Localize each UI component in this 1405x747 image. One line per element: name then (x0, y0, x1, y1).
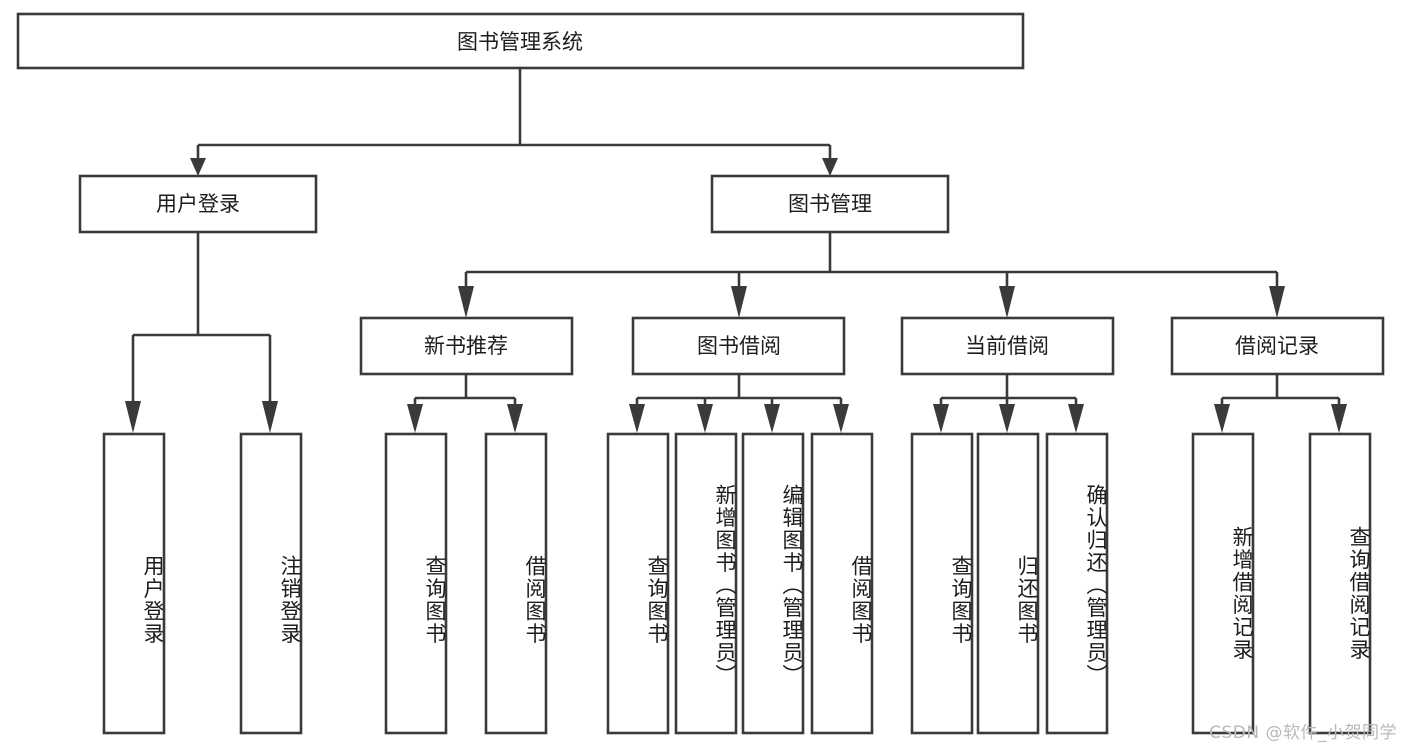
connector-borrowrecord-to-leaves (1214, 374, 1347, 433)
node-box-shape (78, 174, 318, 234)
node-box-shape (741, 432, 805, 735)
node-box-shape (631, 316, 846, 376)
node-leaf-query-record[interactable] (1308, 432, 1372, 735)
arrow-head-icon (764, 404, 780, 433)
node-leaf-borrow-book-1[interactable] (484, 432, 548, 735)
arrow-head-icon (731, 286, 747, 318)
arrow-head-icon (458, 286, 474, 318)
node-book-manage-label: 图书管理 (788, 192, 872, 216)
node-user-login[interactable]: 用户登录 (78, 174, 318, 234)
connector-root-to-level1 (190, 68, 838, 176)
node-leaf-return-book[interactable] (976, 432, 1040, 735)
node-box-shape (102, 432, 166, 735)
node-leaf-add-book[interactable] (674, 432, 738, 735)
node-box-shape (1191, 432, 1255, 735)
node-new-book-recommend-label: 新书推荐 (424, 334, 508, 358)
node-box-shape (900, 316, 1115, 376)
arrow-head-icon (507, 404, 523, 433)
node-box-shape (359, 316, 574, 376)
node-book-borrow[interactable]: 图书借阅 (631, 316, 846, 376)
node-leaf-query-book-1[interactable] (384, 432, 448, 735)
arrow-head-icon (697, 404, 713, 433)
node-user-login-label: 用户登录 (156, 192, 240, 216)
node-box-shape (1308, 432, 1372, 735)
csdn-watermark: CSDN @软件_小贺同学 (1209, 723, 1397, 743)
arrow-head-icon (125, 401, 141, 433)
node-leaf-edit-book[interactable] (741, 432, 805, 735)
node-borrow-record-label: 借阅记录 (1235, 334, 1319, 358)
arrow-head-icon (190, 158, 206, 176)
connector-bookborrow-to-leaves (629, 374, 849, 433)
node-root-label: 图书管理系统 (457, 30, 583, 54)
node-box-shape (1045, 432, 1109, 735)
arrow-head-icon (1269, 286, 1285, 318)
node-box-shape (710, 174, 950, 234)
arrow-head-icon (1214, 404, 1230, 433)
node-root[interactable]: 图书管理系统 (16, 12, 1025, 70)
node-current-borrow[interactable]: 当前借阅 (900, 316, 1115, 376)
arrow-head-icon (1331, 404, 1347, 433)
node-leaf-borrow-book-2[interactable] (810, 432, 874, 735)
arrow-head-icon (822, 158, 838, 176)
node-box-shape (976, 432, 1040, 735)
node-box-shape (16, 12, 1025, 70)
node-box-shape (606, 432, 670, 735)
arrow-head-icon (407, 404, 423, 433)
node-book-borrow-label: 图书借阅 (697, 334, 781, 358)
arrow-head-icon (833, 404, 849, 433)
arrow-head-icon (999, 404, 1015, 433)
connector-currentborrow-to-leaves (933, 374, 1084, 433)
arrow-head-icon (629, 404, 645, 433)
arrow-head-icon (262, 401, 278, 433)
node-box-shape (239, 432, 303, 735)
node-leaf-query-book-2[interactable] (606, 432, 670, 735)
node-new-book-recommend[interactable]: 新书推荐 (359, 316, 574, 376)
node-box-shape (674, 432, 738, 735)
node-box-shape (484, 432, 548, 735)
node-leaf-add-record[interactable] (1191, 432, 1255, 735)
node-borrow-record[interactable]: 借阅记录 (1170, 316, 1385, 376)
node-leaf-user-login[interactable] (102, 432, 166, 735)
arrow-head-icon (1068, 404, 1084, 433)
arrow-head-icon (999, 286, 1015, 318)
node-book-manage[interactable]: 图书管理 (710, 174, 950, 234)
connector-newbook-to-leaves (407, 374, 523, 433)
connector-bookmanage-to-level2 (458, 232, 1285, 318)
node-leaf-logout-login[interactable] (239, 432, 303, 735)
node-box-shape (1170, 316, 1385, 376)
node-box-shape (910, 432, 974, 735)
node-box-shape (810, 432, 874, 735)
arrow-head-icon (933, 404, 949, 433)
node-leaf-confirm-return[interactable] (1045, 432, 1109, 735)
connector-userlogin-to-leaves (125, 232, 278, 433)
node-leaf-query-book-3[interactable] (910, 432, 974, 735)
node-box-shape (384, 432, 448, 735)
node-current-borrow-label: 当前借阅 (965, 334, 1049, 358)
